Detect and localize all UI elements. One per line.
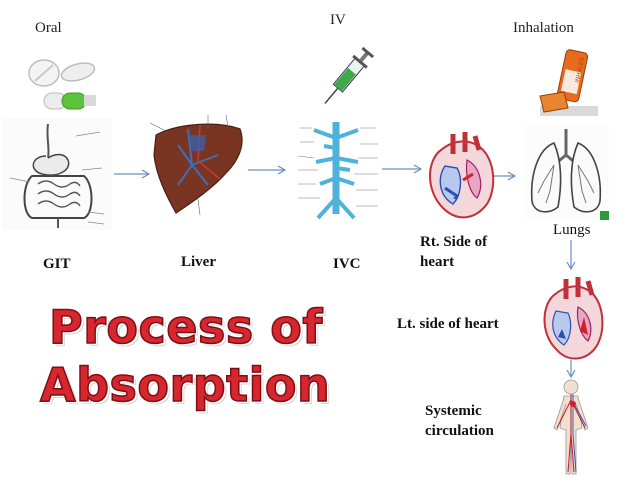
systemic-circulation-image <box>553 379 589 475</box>
lungs-image <box>524 125 609 220</box>
arrow-ivc-to-rt-heart <box>382 164 423 174</box>
label-systemic-circulation: Systemic circulation <box>425 401 494 441</box>
label-rt-side-line1: Rt. Side of <box>420 234 488 250</box>
syringe-image <box>324 46 375 104</box>
title-absorption: Absorption <box>39 357 331 413</box>
label-git: GIT <box>43 256 71 272</box>
arrow-lungs-to-lt-heart <box>566 240 576 271</box>
label-ivc: IVC <box>333 256 361 272</box>
label-liver: Liver <box>181 254 216 270</box>
route-label-inhalation: Inhalation <box>513 20 574 36</box>
arrow-git-to-liver <box>114 169 151 179</box>
label-rt-side-of-heart: Rt. Side of heart <box>420 232 487 272</box>
liver-image <box>149 114 243 216</box>
arrow-rt-heart-to-lungs <box>494 171 517 181</box>
label-lt-side-of-heart: Lt. side of heart <box>397 316 499 332</box>
route-label-oral: Oral <box>35 20 62 36</box>
title-process-of: Process of <box>48 299 323 355</box>
ivc-venous-system-image <box>297 122 378 220</box>
label-systemic-line2: circulation <box>425 423 494 439</box>
digestive-system-image <box>2 118 112 230</box>
heart-right-side-image <box>429 132 495 219</box>
label-lungs: Lungs <box>553 222 591 238</box>
arrow-liver-to-ivc <box>248 165 287 175</box>
pills-image <box>28 59 96 110</box>
label-systemic-line1: Systemic <box>425 403 482 419</box>
route-label-iv: IV <box>330 12 346 28</box>
heart-left-side-image <box>543 277 604 360</box>
arrow-lt-heart-to-systemic <box>566 360 576 379</box>
label-rt-side-line2: heart <box>420 254 455 270</box>
inhaler-image: INHALER <box>539 49 598 116</box>
